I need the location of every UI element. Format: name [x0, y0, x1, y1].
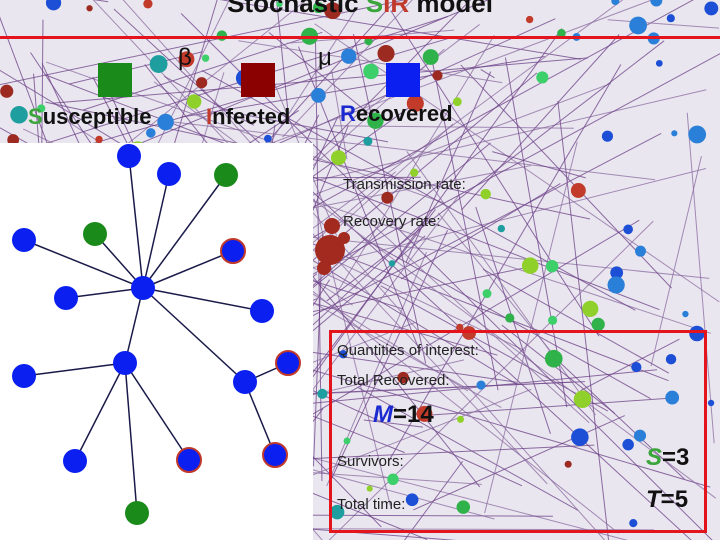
- network-node: [250, 299, 274, 323]
- network-edge: [143, 288, 262, 311]
- network-node: [263, 443, 287, 467]
- network-node: [125, 501, 149, 525]
- network-node: [63, 449, 87, 473]
- susceptible-label: Susceptible: [28, 104, 152, 130]
- star-network-graph: [0, 143, 313, 540]
- recovered-swatch: [386, 63, 420, 97]
- network-edge: [125, 363, 189, 460]
- network-edge: [143, 288, 245, 382]
- network-edge: [125, 363, 137, 513]
- quantities-heading: Quantities of interest:: [337, 342, 479, 359]
- total-time-value: T=5: [646, 486, 688, 514]
- network-hub-node: [131, 276, 155, 300]
- total-recovered-value: M=14: [373, 401, 434, 429]
- survivors-label: Survivors:: [337, 453, 404, 470]
- network-node: [83, 222, 107, 246]
- susceptible-swatch: [98, 63, 132, 97]
- page-title: Stochastic SIR model: [0, 0, 720, 19]
- network-node: [54, 286, 78, 310]
- network-edge: [129, 156, 143, 288]
- survivors-value: S=3: [646, 444, 689, 472]
- network-edge: [24, 363, 125, 376]
- mu-symbol: μ: [318, 44, 332, 72]
- network-node: [177, 448, 201, 472]
- network-node: [157, 162, 181, 186]
- beta-symbol: β: [178, 44, 192, 72]
- title-divider: [0, 36, 720, 39]
- infected-swatch: [241, 63, 275, 97]
- network-edge: [24, 240, 143, 288]
- infected-label: Infected: [206, 104, 290, 130]
- network-node: [233, 370, 257, 394]
- network-node: [117, 144, 141, 168]
- network-node: [276, 351, 300, 375]
- network-node: [221, 239, 245, 263]
- recovery-rate-label: Recovery rate:: [343, 213, 441, 230]
- total-time-label: Total time:: [337, 496, 405, 513]
- network-edge: [75, 363, 125, 461]
- transmission-rate-label: Transmission rate:: [343, 176, 466, 193]
- network-node: [12, 364, 36, 388]
- network-node: [12, 228, 36, 252]
- total-recovered-label: Total Recovered:: [337, 372, 450, 389]
- recovered-label: Recovered: [340, 101, 453, 127]
- network-node: [214, 163, 238, 187]
- network-node: [113, 351, 137, 375]
